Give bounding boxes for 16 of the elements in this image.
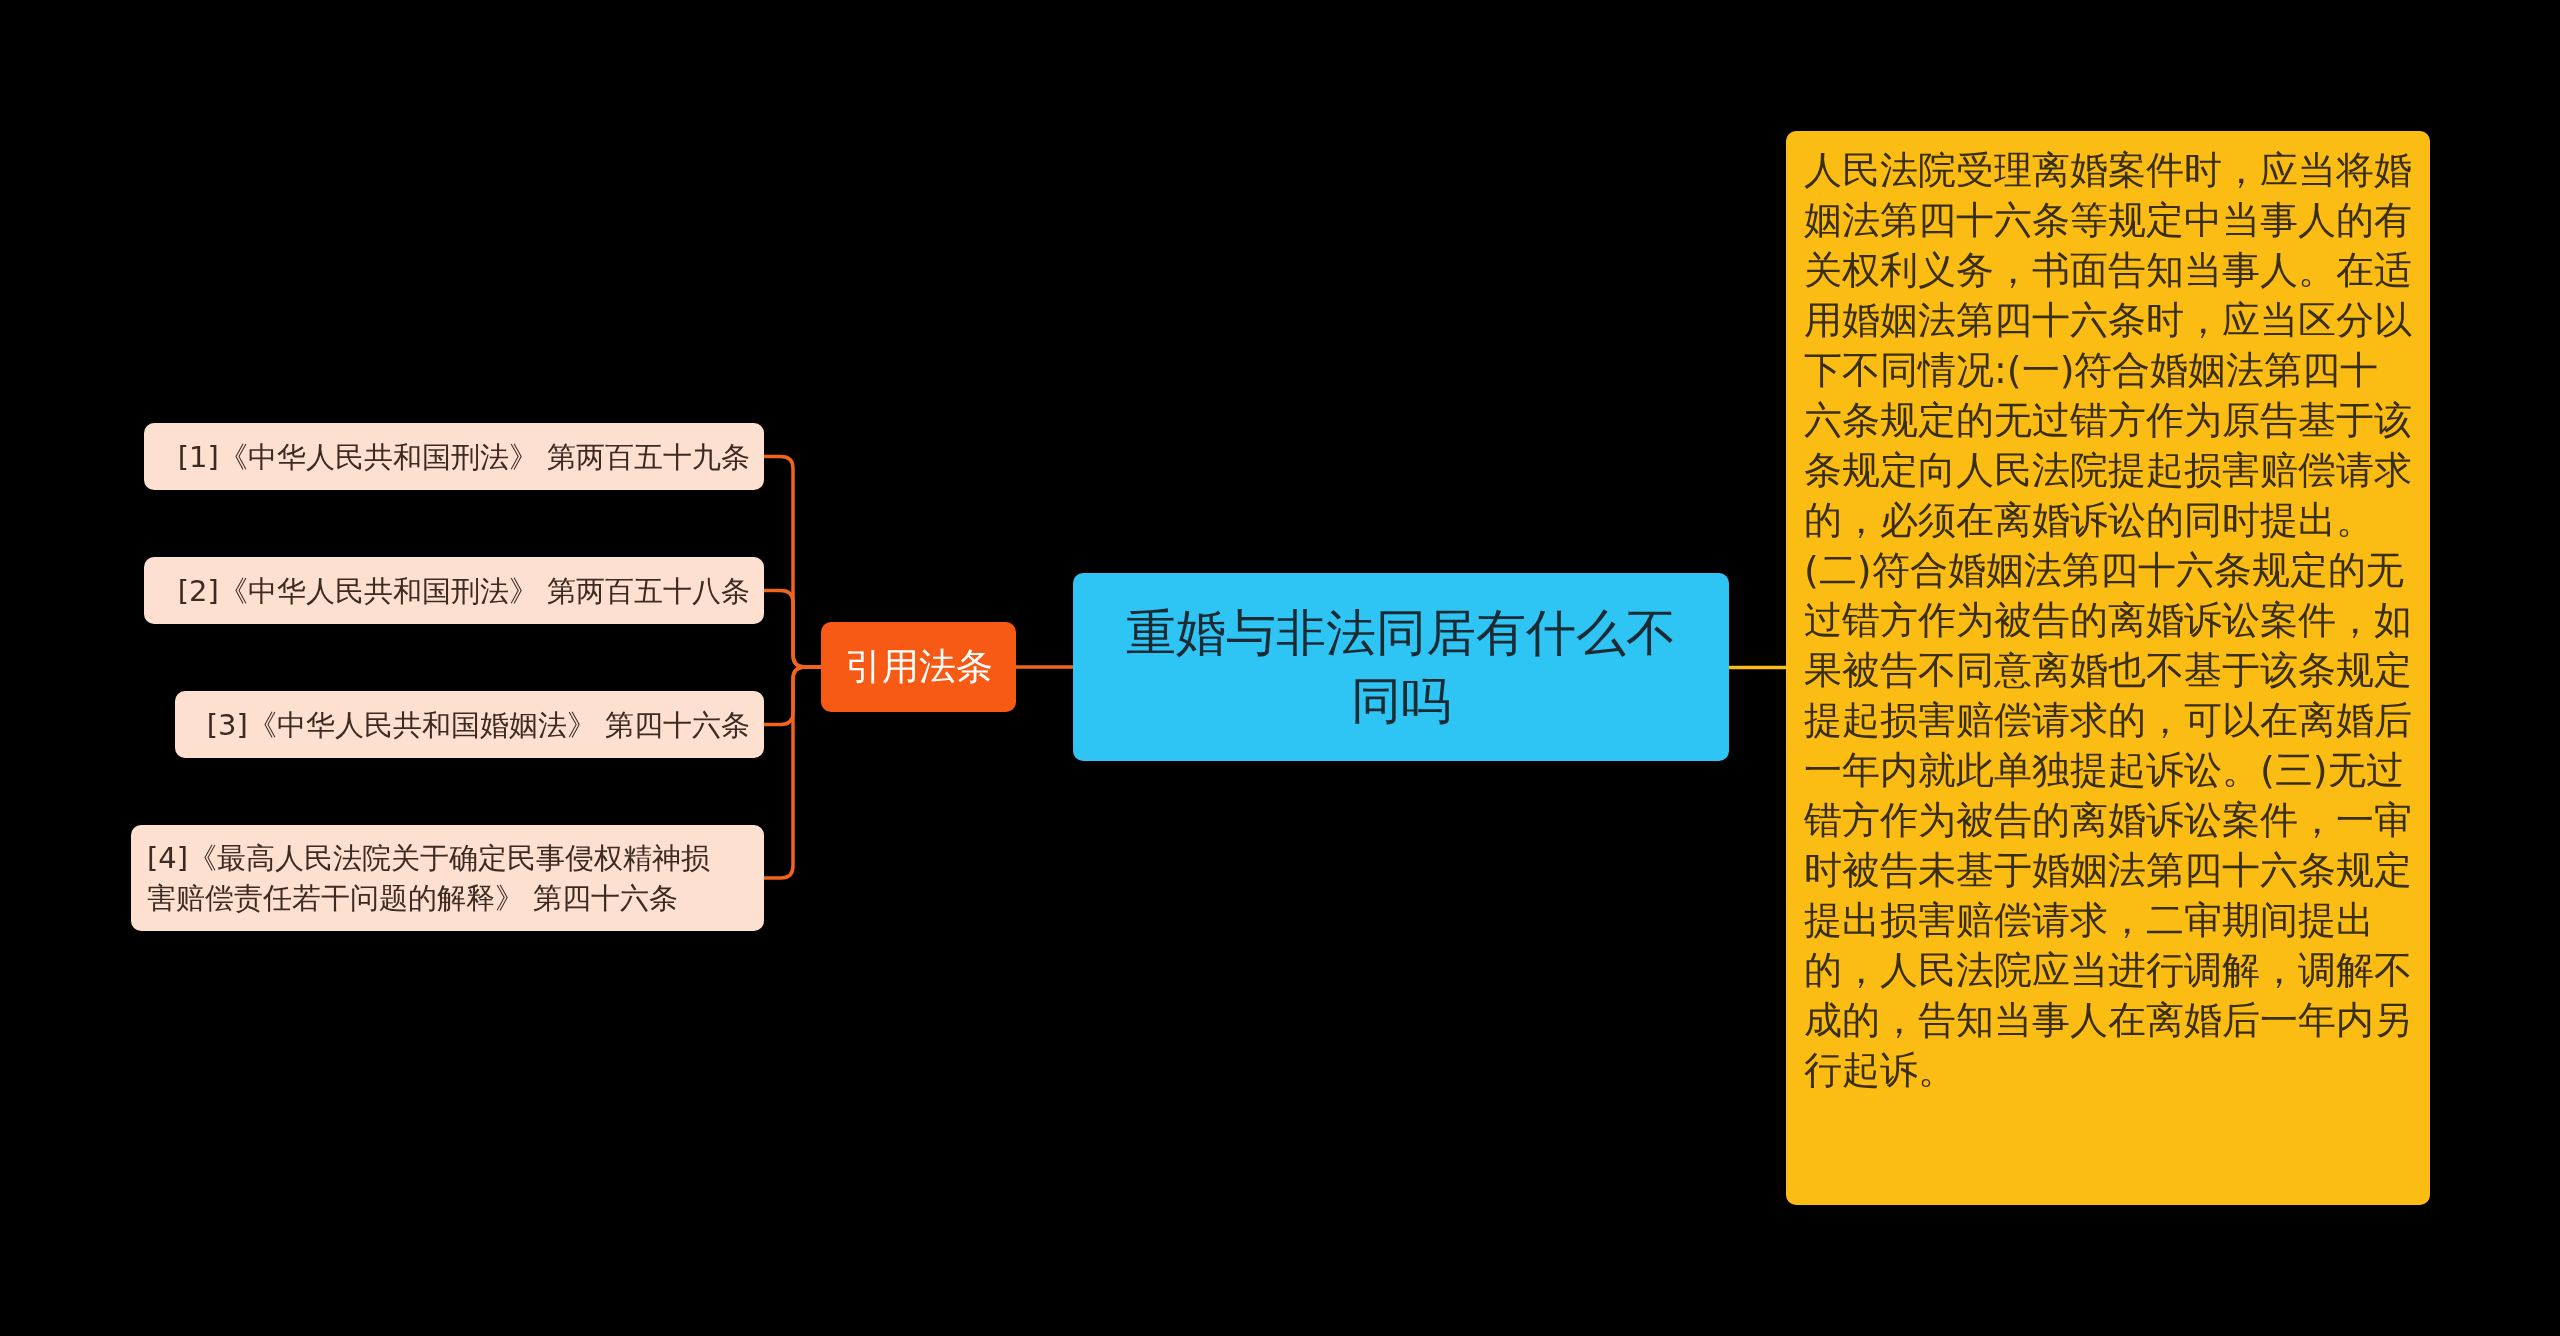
node-label: [3]《中华人民共和国婚姻法》 第四十六条 [206, 706, 750, 744]
connector-line [1729, 665, 1786, 670]
note-box [1786, 131, 2430, 1205]
citation-box [175, 691, 764, 758]
connector-line [1016, 665, 1073, 669]
node-label: 重婚与非法同居有什么不同吗 [1125, 603, 1677, 732]
node-label: [2]《中华人民共和国刑法》 第两百五十八条 [177, 572, 750, 610]
node-label: [4]《最高人民法院关于确定民事侵权精神损害赔偿责任若干问题的解释》 第四十六条 [147, 840, 712, 917]
note-text: 人民法院受理离婚案件时，应当将婚姻法第四十六条等规定中当事人的有关权利义务，书面告知当事人。在适用婚姻法第四十六条时，应当区分以下不同情况:(一)符合婚姻法第四十六条规定的无过错方作为原告基于该条规定向人民法院提起损害赔偿请求的，必须在离婚诉讼的同时提出。(二)符合婚姻法第四十六条规定的无过错方作为被告的离婚诉讼案件，如果被告不同意离婚也不基于该条规定提起损害赔偿请求的，可以在离婚后一年内就此单独提起诉讼。(三)无过错方作为被告的离婚诉讼案件，一审时被告未基于婚姻法第四十六条规定提出损害赔偿请求，二审期间提出的，人民法院应当进行调解，调解不成的，告知当事人在离婚后一年内另行起诉。 [1804, 147, 2413, 1094]
citation-box [144, 557, 764, 624]
branch-box [821, 622, 1016, 712]
citation-box [144, 423, 764, 490]
topic-box [1073, 573, 1729, 761]
citation-box [131, 825, 764, 931]
node-label: [1]《中华人民共和国刑法》 第两百五十九条 [177, 438, 750, 476]
node-label: 引用法条 [844, 644, 993, 690]
